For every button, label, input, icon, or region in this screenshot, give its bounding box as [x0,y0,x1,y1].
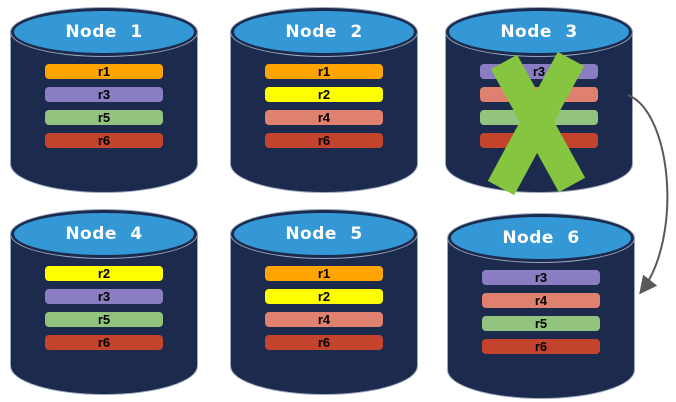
node-1-cylinder: Node 1 r1 r3 r5 r6 [11,8,197,192]
replica-bar-r4: r4 [265,110,383,125]
replica-bar-r5: r5 [45,312,163,327]
replica-bar-r3: r3 [45,87,163,102]
replica-bar-r6: r6 [480,133,598,148]
replica-bar-r5: r5 [482,316,600,331]
node-6-cylinder: Node 6 r3 r4 r5 r6 [448,214,634,398]
replica-bar-r3: r3 [480,64,598,79]
cylinder-top: Node 5 [231,210,417,258]
replica-bar-r4: r4 [480,87,598,102]
replica-bar-r4: r4 [482,293,600,308]
replica-list: r2 r3 r5 r6 [11,266,197,350]
cylinder-top: Node 3 [446,8,632,56]
replica-bar-r6: r6 [482,339,600,354]
replica-bar-r5: r5 [45,110,163,125]
replica-bar-r2: r2 [265,289,383,304]
cylinder-top: Node 1 [11,8,197,56]
replica-bar-r4: r4 [265,312,383,327]
node-title: Node 3 [500,22,578,42]
replica-list: r3 r4 r5 r6 [448,270,634,354]
replica-bar-r1: r1 [45,64,163,79]
node-title: Node 1 [65,22,143,42]
node-3-cylinder: Node 3 r3 r4 r5 r6 [446,8,632,192]
replica-bar-r6: r6 [265,335,383,350]
replica-bar-r2: r2 [265,87,383,102]
cylinder-top: Node 6 [448,214,634,262]
replica-list: r1 r2 r4 r6 [231,266,417,350]
replica-bar-r6: r6 [45,335,163,350]
replica-bar-r3: r3 [482,270,600,285]
replica-bar-r1: r1 [265,64,383,79]
replica-bar-r1: r1 [265,266,383,281]
node-2-cylinder: Node 2 r1 r2 r4 r6 [231,8,417,192]
replica-bar-r2: r2 [45,266,163,281]
cylinder-top: Node 2 [231,8,417,56]
node-title: Node 6 [502,228,580,248]
cylinder-top: Node 4 [11,210,197,258]
node-title: Node 5 [285,224,363,244]
replica-list: r3 r4 r5 r6 [446,64,632,148]
node-title: Node 2 [285,22,363,42]
node-title: Node 4 [65,224,143,244]
replica-bar-r6: r6 [45,133,163,148]
replica-bar-r3: r3 [45,289,163,304]
replica-list: r1 r2 r4 r6 [231,64,417,148]
replica-bar-r5: r5 [480,110,598,125]
node-5-cylinder: Node 5 r1 r2 r4 r6 [231,210,417,394]
node-4-cylinder: Node 4 r2 r3 r5 r6 [11,210,197,394]
replica-bar-r6: r6 [265,133,383,148]
replica-list: r1 r3 r5 r6 [11,64,197,148]
